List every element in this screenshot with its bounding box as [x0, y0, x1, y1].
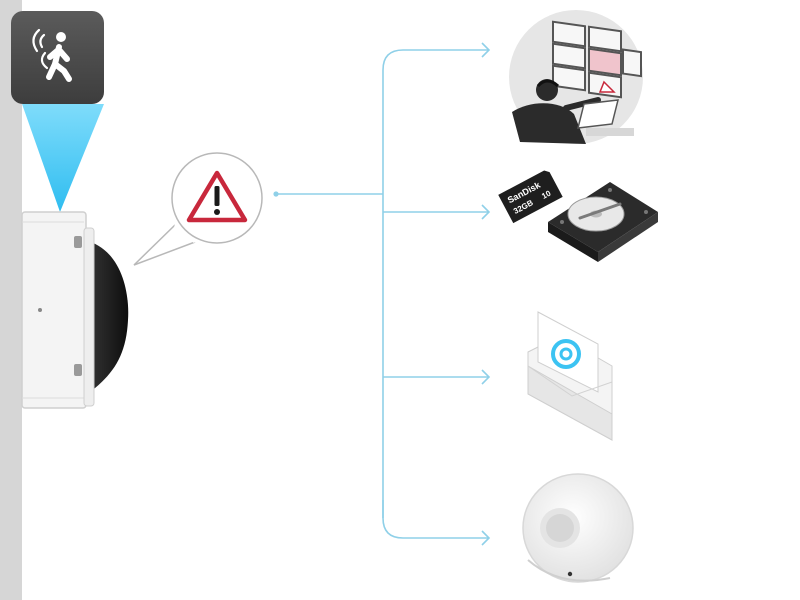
motion-detection-tile — [11, 11, 104, 104]
motion-detection-icon — [32, 28, 72, 82]
email-envelope-icon — [527, 311, 613, 441]
detection-beam — [22, 104, 104, 212]
warning-callout — [133, 152, 263, 266]
network-speaker-icon — [522, 473, 634, 583]
security-operator-monitoring-icon — [509, 10, 643, 144]
dome-camera — [21, 211, 129, 409]
wall — [0, 0, 22, 600]
sd-card-and-hard-drive-icon: SanDisk 32GB 10 — [498, 170, 658, 262]
warning-icon — [186, 170, 248, 223]
connector-lines — [273, 42, 491, 546]
